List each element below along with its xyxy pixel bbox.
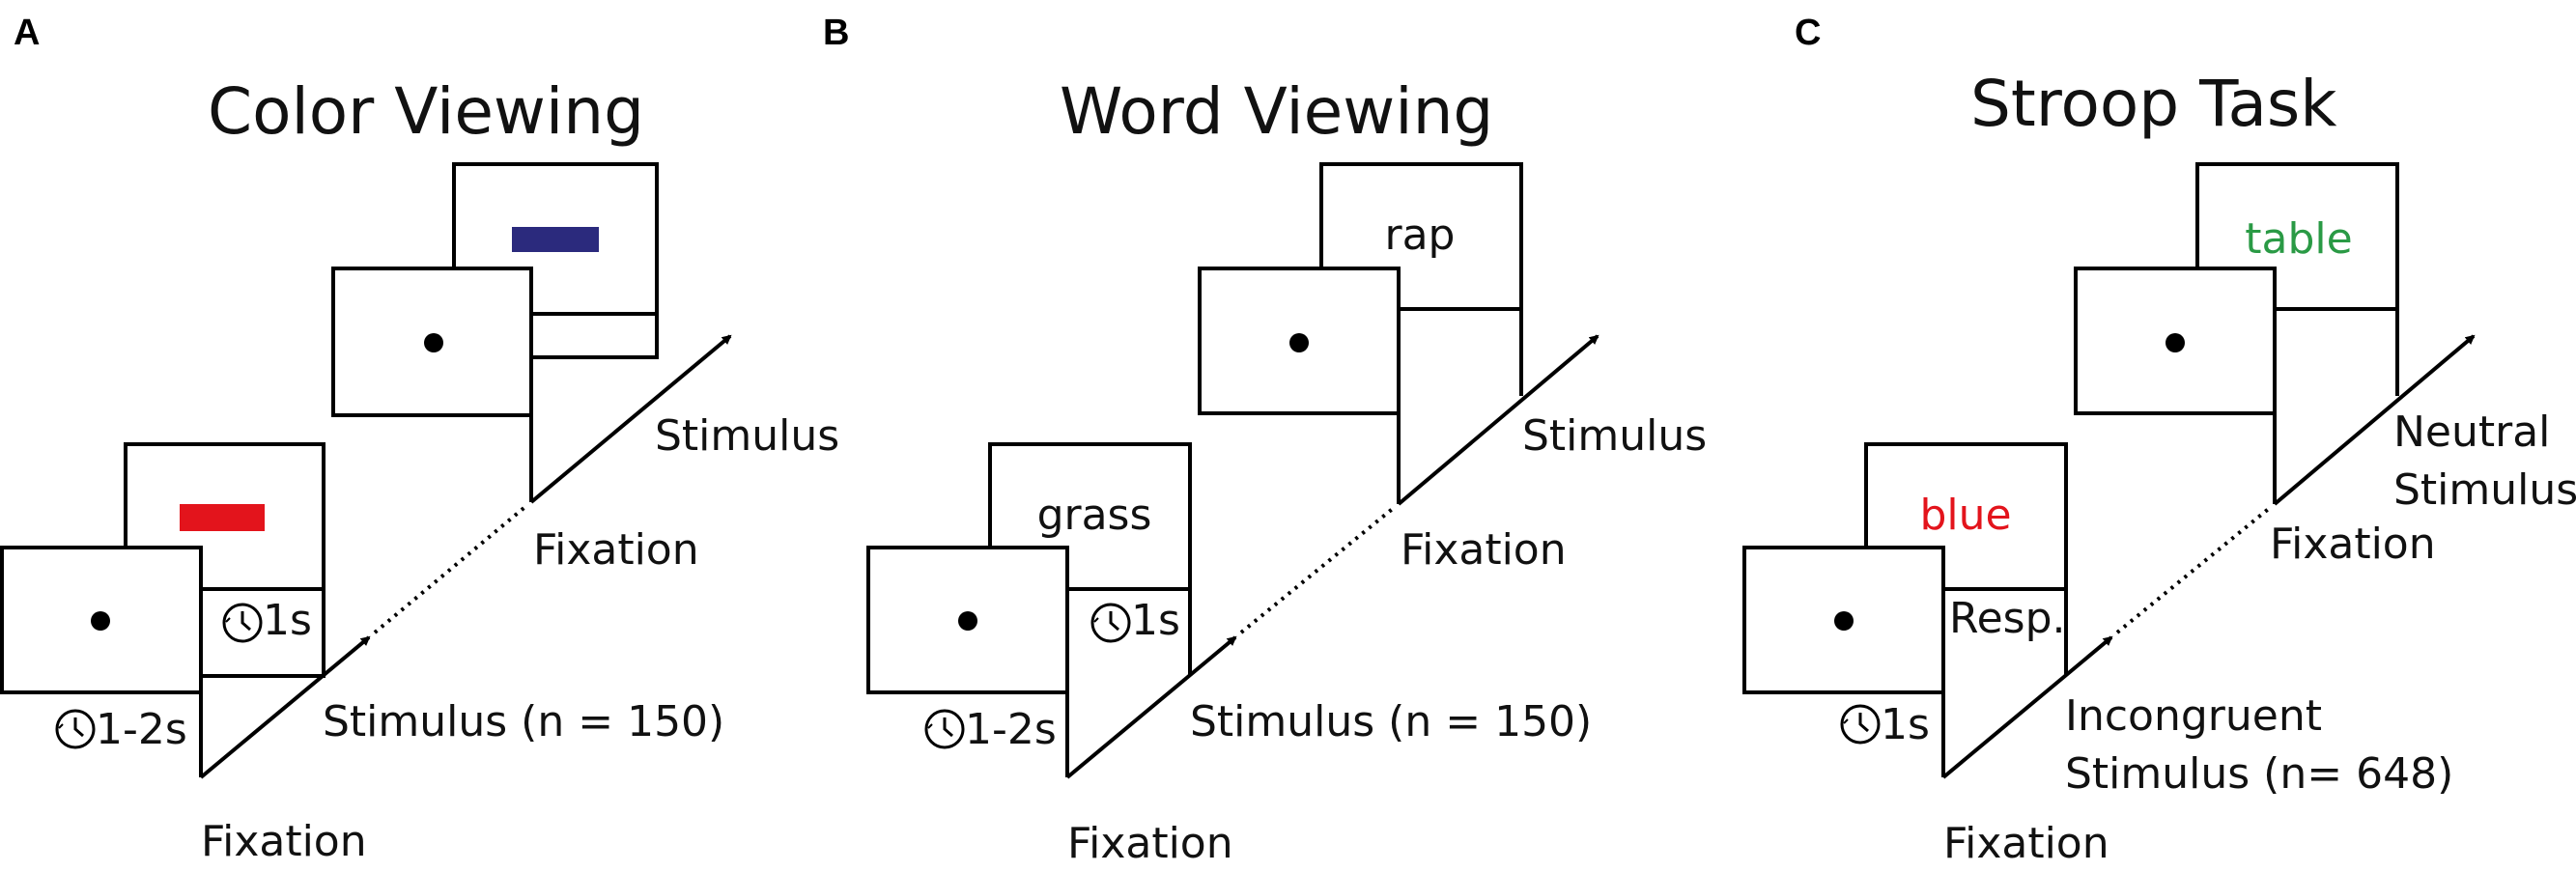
panel-b-timeline-arrow-lower — [1065, 635, 1237, 779]
panel-a-duration-1s: 1s — [263, 596, 312, 645]
panel-b-word-rap: rap — [1385, 211, 1456, 260]
panel-c-stimulus-label-line2: Stimulus — [2393, 465, 2576, 515]
fixation-dot — [1289, 333, 1309, 352]
panel-a-title: Color Viewing — [208, 74, 644, 149]
fixation-dot — [958, 611, 977, 631]
panel-letter-a: A — [14, 13, 40, 53]
panel-c-word-table: table — [2245, 214, 2352, 264]
panel-b-fixation-label-top: Fixation — [1401, 525, 1567, 575]
panel-c-fixation-label-bottom: Fixation — [1943, 819, 2109, 868]
fixation-dot — [91, 611, 110, 631]
clock-icon — [1840, 704, 1881, 745]
panel-a-timeline-dotted — [373, 503, 529, 634]
panel-b-first-stimulus-label: Stimulus (n = 150) — [1190, 697, 1592, 746]
panel-c-response-label: Resp. — [1949, 594, 2066, 643]
panel-b-duration-1-2s: 1-2s — [965, 705, 1057, 754]
fixation-dot — [1834, 611, 1854, 631]
panel-c-word-blue: blue — [1919, 491, 2011, 540]
panel-a-red-color-patch — [180, 504, 265, 531]
panel-letter-b: B — [823, 13, 849, 53]
panel-b-title: Word Viewing — [1060, 74, 1493, 149]
panel-b-timeline-arrow-upper — [1397, 334, 1599, 506]
panel-a: A Color Viewing 1s 1-2s Stimulus Fixatio… — [0, 13, 839, 866]
panel-c-fixation-label-top: Fixation — [2270, 520, 2436, 569]
panel-c-stimulus-label-line1: Neutral — [2393, 408, 2550, 457]
panel-a-fixation-label-bottom: Fixation — [201, 817, 367, 866]
panel-a-timeline-arrow-lower — [199, 635, 371, 779]
panel-letter-c: C — [1795, 13, 1821, 53]
panel-c-timeline-dotted — [2115, 505, 2273, 634]
clock-icon — [1090, 603, 1131, 643]
panel-b-fixation-label-bottom: Fixation — [1067, 819, 1233, 868]
panel-a-fixation-label-top: Fixation — [533, 525, 699, 575]
panel-c-first-stimulus-label-line1: Incongruent — [2065, 691, 2322, 741]
panel-a-blue-color-patch — [512, 227, 599, 252]
panel-b-duration-1s: 1s — [1131, 596, 1180, 645]
fixation-dot — [2166, 333, 2185, 352]
panel-b-stimulus-label: Stimulus — [1522, 411, 1707, 461]
panel-b: B Word Viewing rap grass 1s 1-2s Stimulu… — [823, 13, 1707, 868]
clock-icon — [55, 709, 96, 749]
panel-c-timeline-arrow-lower — [1941, 635, 2113, 779]
clock-icon — [222, 603, 263, 643]
panel-c-timeline-arrow-upper — [2273, 334, 2476, 506]
panel-c-first-stimulus-label-line2: Stimulus (n= 648) — [2065, 749, 2453, 799]
fixation-dot — [424, 333, 443, 352]
panel-b-word-grass: grass — [1037, 491, 1152, 540]
panel-b-timeline-dotted — [1239, 505, 1397, 634]
panel-c-duration-1s: 1s — [1881, 700, 1930, 749]
panel-c-title: Stroop Task — [1970, 67, 2337, 141]
panel-a-duration-1-2s: 1-2s — [96, 705, 187, 754]
panel-a-stimulus-label: Stimulus — [655, 411, 839, 461]
panel-a-timeline-arrow-upper — [529, 334, 732, 504]
clock-icon — [924, 709, 965, 749]
panel-c: C Stroop Task table blue Resp. 1s Neutra… — [1742, 13, 2576, 868]
panel-a-first-stimulus-label: Stimulus (n = 150) — [323, 697, 724, 746]
